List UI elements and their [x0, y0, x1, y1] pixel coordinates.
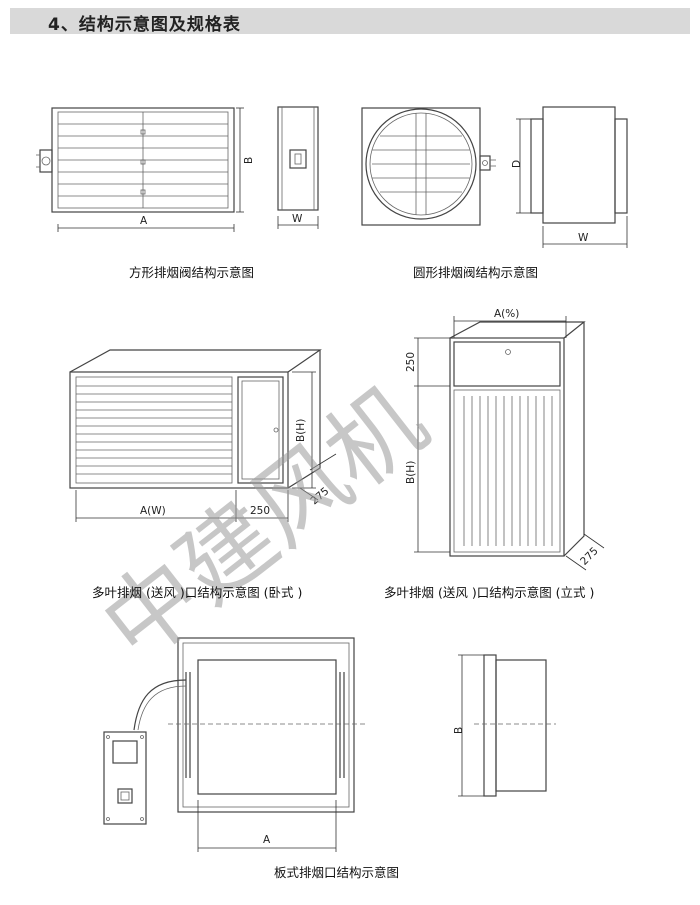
square-damper-front-view: B A [36, 107, 255, 232]
horizontal-dim-bh: B(H) [295, 419, 307, 442]
square-dim-w: W [292, 213, 303, 225]
plate-dim-b: B [453, 727, 465, 734]
vertical-louvers [463, 396, 553, 546]
round-damper-side-view: D W [511, 106, 628, 248]
caption-multi-blade-horizontal: 多叶排烟 (送风 )口结构示意图 (卧式 ) [92, 585, 303, 600]
round-dim-d: D [511, 160, 523, 168]
square-damper-side-view: W [277, 106, 319, 229]
caption-multi-blade-vertical: 多叶排烟 (送风 )口结构示意图 (立式 ) [384, 585, 595, 600]
caption-square-damper: 方形排烟阀结构示意图 [129, 265, 255, 280]
plate-outlet-front-view: A [133, 637, 366, 852]
vertical-dim-bh: B(H) [405, 461, 417, 484]
square-damper-actuator [36, 149, 53, 173]
square-damper-blades [58, 112, 228, 208]
plate-dim-a: A [263, 834, 271, 846]
watermark-text: 中建风机 [83, 366, 446, 683]
horizontal-louvers [76, 385, 232, 475]
plate-outlet-side-view: B [453, 654, 556, 797]
caption-round-damper: 圆形排烟阀结构示意图 [413, 265, 539, 280]
vertical-dim-250: 250 [405, 352, 417, 372]
plate-control-box [103, 731, 147, 825]
vertical-dim-a: A(%) [494, 308, 519, 320]
square-dim-a: A [140, 215, 148, 227]
vertical-dim-275: 275 [578, 545, 601, 568]
horizontal-dim-250: 250 [250, 505, 270, 517]
round-damper-actuator [479, 155, 496, 171]
watermark: 中建风机 [83, 366, 446, 683]
round-dim-w: W [578, 232, 589, 244]
caption-plate-outlet: 板式排烟口结构示意图 [274, 865, 400, 880]
section-title: 4、结构示意图及规格表 [48, 15, 241, 35]
section-header-bar: 4、结构示意图及规格表 [10, 8, 690, 35]
round-damper-front-view [361, 107, 496, 226]
square-dim-b: B [243, 157, 255, 164]
horizontal-dim-aw: A(W) [140, 505, 166, 517]
